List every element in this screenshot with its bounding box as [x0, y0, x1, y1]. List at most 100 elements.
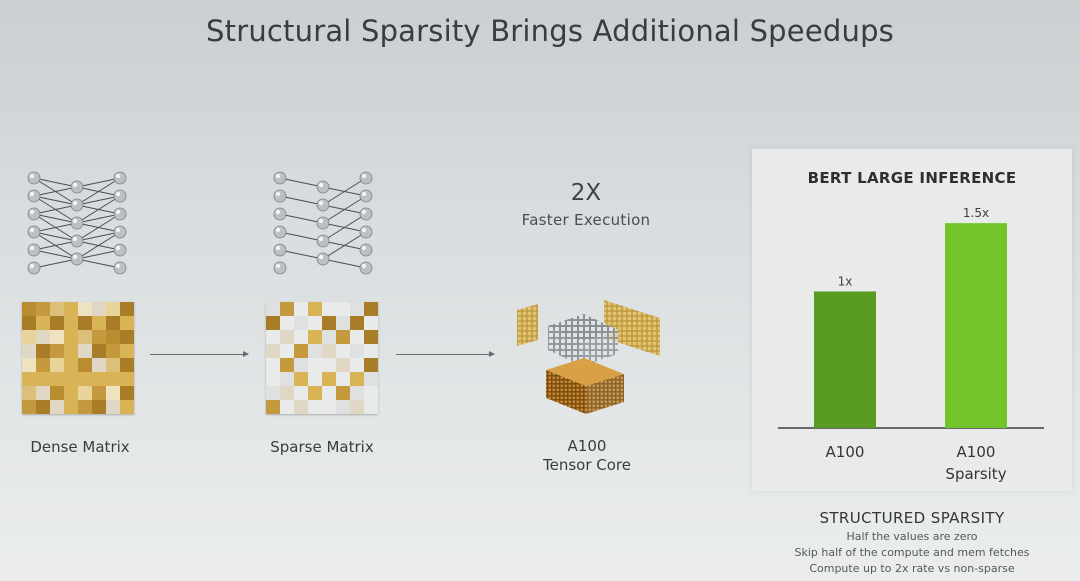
network-edge: [33, 258, 78, 269]
matrix-cell: [280, 330, 294, 344]
network-node-highlight: [72, 254, 78, 260]
network-node-highlight: [361, 173, 367, 179]
network-node: [27, 189, 41, 203]
matrix-cell: [336, 358, 350, 372]
matrix-cell: [50, 400, 64, 414]
matrix-cell: [106, 330, 120, 344]
matrix-cell: [92, 358, 106, 372]
network-node-highlight: [275, 209, 281, 215]
matrix-cell: [50, 316, 64, 330]
matrix-cell: [50, 372, 64, 386]
matrix-cell: [308, 372, 322, 386]
matrix-cell: [64, 330, 78, 344]
network-edge: [76, 177, 121, 188]
matrix-cell: [336, 372, 350, 386]
matrix-cell: [64, 344, 78, 358]
network-node: [70, 216, 84, 230]
network-node: [273, 171, 287, 185]
matrix-cell: [280, 372, 294, 386]
speedup-value: 2X: [570, 180, 602, 206]
network-edge: [76, 195, 121, 224]
matrix-cell: [266, 302, 280, 316]
matrix-cell: [336, 316, 350, 330]
matrix-cell: [106, 316, 120, 330]
category-label: Sparsity: [945, 465, 1006, 483]
tensor-core-caption-line2: Tensor Core: [543, 456, 631, 474]
matrix-cell: [92, 386, 106, 400]
matrix-cell: [92, 316, 106, 330]
matrix-cell: [336, 302, 350, 316]
matrix-cell: [308, 400, 322, 414]
network-edge: [33, 231, 78, 242]
matrix-cell: [36, 330, 50, 344]
network-node: [359, 243, 373, 257]
matrix-cell: [280, 316, 294, 330]
network-node-highlight: [318, 182, 324, 188]
matrix-cell: [120, 386, 134, 400]
network-node: [70, 198, 84, 212]
network-node: [273, 207, 287, 221]
matrix-cell: [92, 302, 106, 316]
network-node-highlight: [115, 263, 121, 269]
bar-value-label: 1.5x: [963, 206, 989, 220]
network-edge: [279, 249, 324, 260]
network-node-highlight: [361, 191, 367, 197]
network-edge: [33, 186, 78, 197]
matrix-cell: [350, 330, 364, 344]
matrix-cell: [36, 386, 50, 400]
network-edge: [76, 231, 121, 260]
network-node-highlight: [318, 254, 324, 260]
matrix-cell: [78, 358, 92, 372]
speedup-label: Faster Execution: [521, 211, 651, 229]
network-node-highlight: [29, 191, 35, 197]
matrix-cell: [78, 344, 92, 358]
network-node: [27, 261, 41, 275]
sparse-matrix-grid: [266, 302, 378, 414]
matrix-cell: [350, 386, 364, 400]
matrix-cell: [92, 344, 106, 358]
matrix-cell: [36, 358, 50, 372]
matrix-cell: [364, 330, 378, 344]
matrix-cell: [308, 302, 322, 316]
matrix-cell: [22, 386, 36, 400]
matrix-cell: [294, 358, 308, 372]
matrix-cell: [350, 372, 364, 386]
network-node-highlight: [318, 200, 324, 206]
matrix-cell: [92, 400, 106, 414]
network-node: [113, 225, 127, 239]
matrix-cell: [322, 372, 336, 386]
network-edge: [76, 258, 121, 269]
network-node-highlight: [361, 245, 367, 251]
footer-line: Compute up to 2x rate vs non-sparse: [809, 562, 1015, 575]
network-edge: [279, 213, 324, 224]
matrix-cell: [78, 386, 92, 400]
matrix-cell: [22, 372, 36, 386]
network-node: [113, 261, 127, 275]
matrix-cell: [50, 386, 64, 400]
arrow-dense-to-sparse: [150, 351, 249, 357]
dense-matrix-grid: [22, 302, 134, 414]
matrix-cell: [22, 400, 36, 414]
network-node: [359, 225, 373, 239]
network-node-highlight: [72, 236, 78, 242]
network-edge: [33, 204, 78, 215]
network-node: [316, 252, 330, 266]
category-label: A100: [957, 443, 996, 461]
matrix-cell: [266, 316, 280, 330]
matrix-cell: [64, 372, 78, 386]
matrix-cell: [364, 302, 378, 316]
matrix-cell: [64, 400, 78, 414]
matrix-cell: [266, 386, 280, 400]
matrix-cell: [36, 302, 50, 316]
network-edge: [76, 249, 121, 260]
matrix-cell: [280, 386, 294, 400]
network-edge: [279, 231, 324, 242]
network-node: [359, 207, 373, 221]
network-node-highlight: [29, 263, 35, 269]
matrix-cell: [50, 302, 64, 316]
network-edge: [322, 258, 367, 269]
network-edge: [322, 231, 367, 260]
network-edge: [33, 195, 78, 206]
category-label: A100: [826, 443, 865, 461]
matrix-cell: [322, 344, 336, 358]
